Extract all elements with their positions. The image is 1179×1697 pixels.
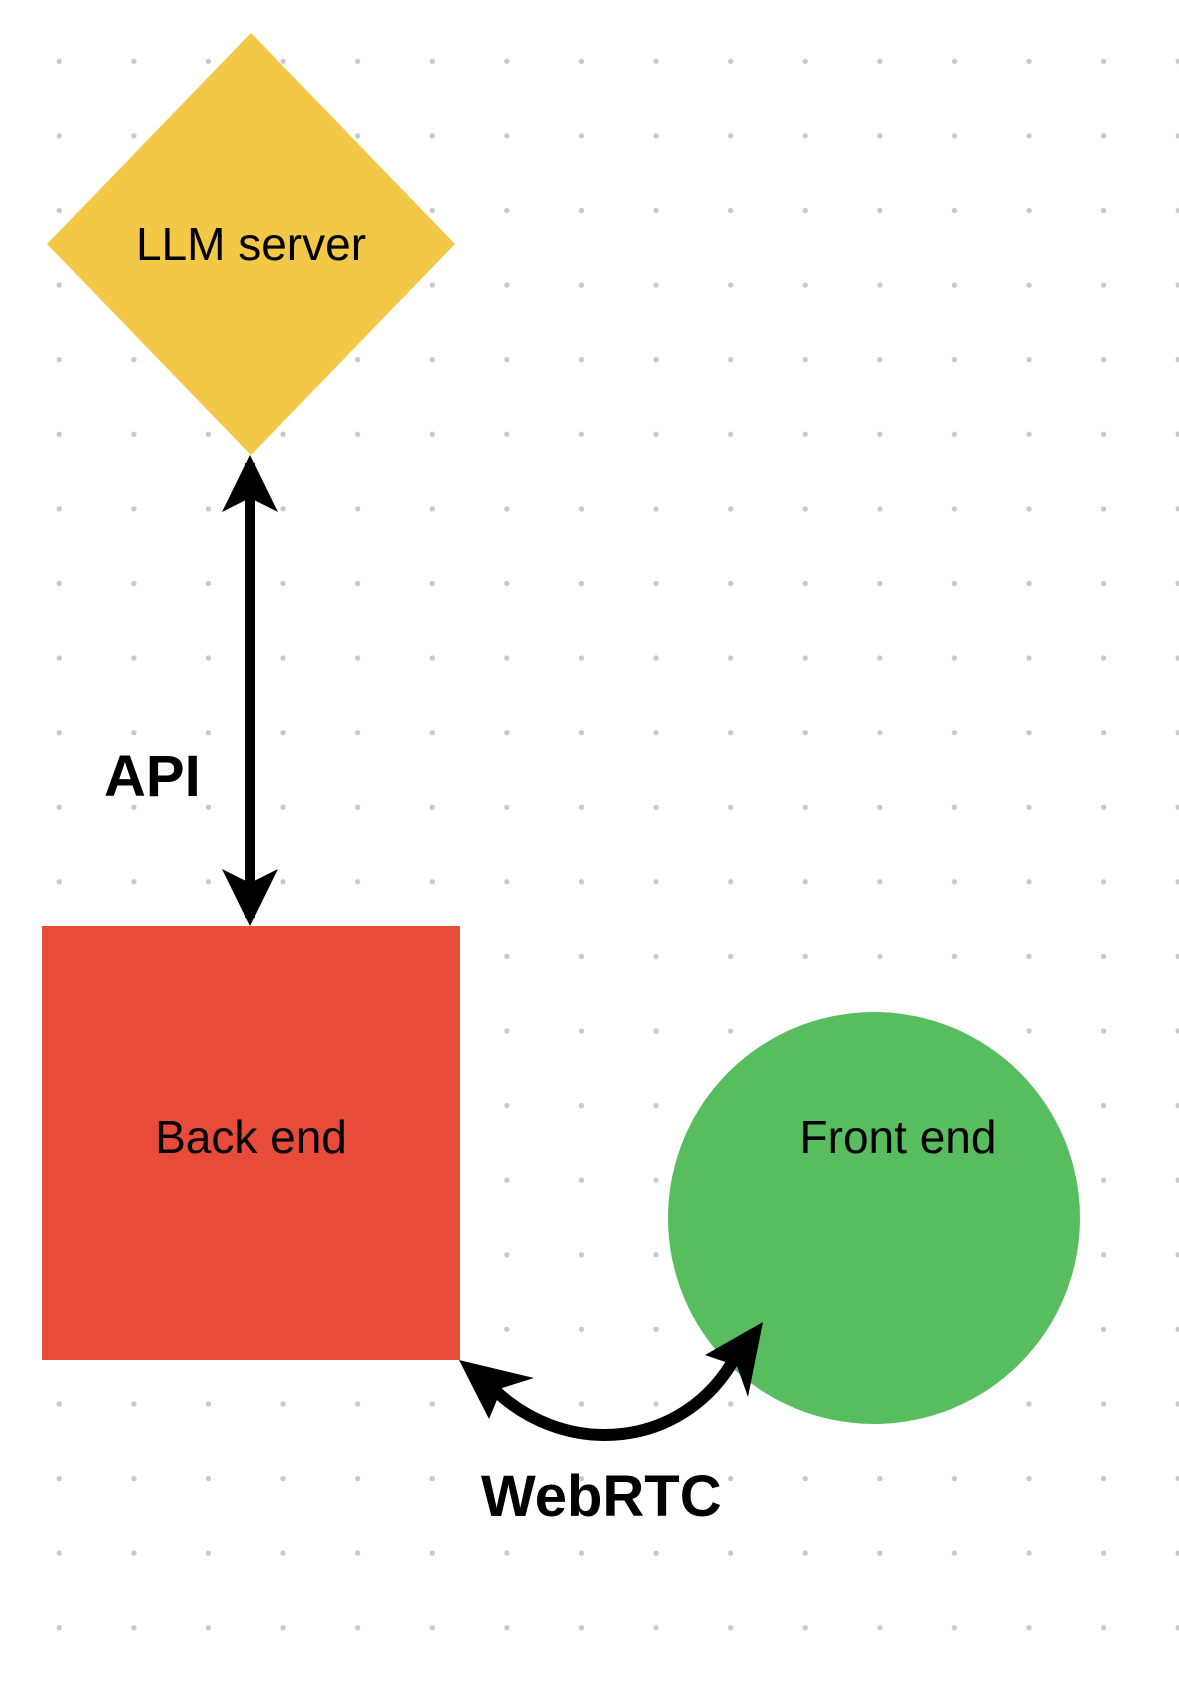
edge-api-label: API — [104, 744, 201, 809]
node-llm-server-label: LLM server — [135, 218, 367, 270]
node-llm-server-shape[interactable] — [47, 33, 455, 455]
node-front-end-label: Front end — [799, 1111, 997, 1163]
node-front-end-shape[interactable] — [668, 1012, 1080, 1424]
edge-webrtc-connector[interactable] — [459, 1322, 763, 1441]
node-back-end-shape[interactable] — [42, 926, 460, 1360]
node-back-end-label: Back end — [155, 1111, 347, 1163]
edge-api-connector[interactable] — [222, 455, 278, 926]
edge-webrtc-label: WebRTC — [481, 1464, 722, 1529]
